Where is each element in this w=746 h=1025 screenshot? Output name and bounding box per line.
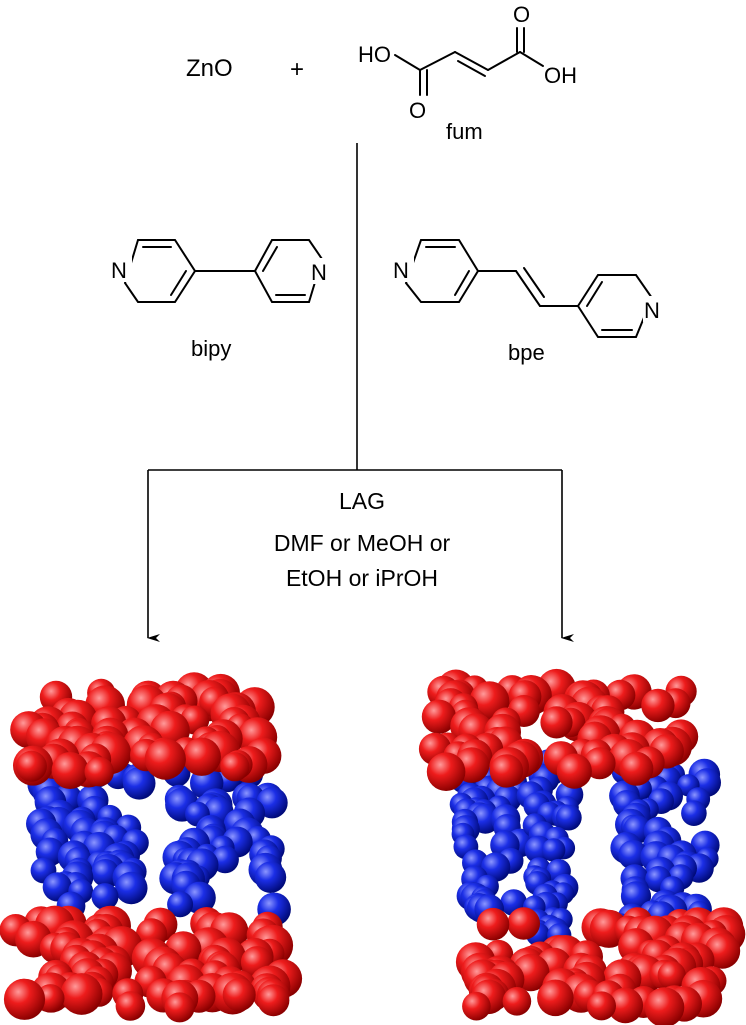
- atom-sphere: [220, 752, 250, 782]
- atom-sphere: [555, 804, 582, 831]
- atom-sphere: [657, 961, 686, 990]
- bipy-pillar-right: [159, 754, 291, 927]
- lag-label: LAG: [339, 488, 385, 514]
- plus-sign: +: [290, 56, 304, 83]
- bipy-pillared-framework-model: [0, 672, 303, 1023]
- atom-sphere: [144, 738, 186, 780]
- atom-sphere: [257, 984, 290, 1017]
- solvent-line-2: EtOH or iPrOH: [286, 565, 438, 591]
- atom-sphere: [122, 767, 156, 800]
- atom-sphere: [619, 751, 654, 786]
- atom-sphere: [421, 699, 456, 734]
- atom-sphere: [644, 987, 685, 1025]
- zinc-fumarate-layer-top: [418, 668, 699, 791]
- bpe-left-nitrogen: N: [393, 258, 409, 283]
- bipy-structure: [123, 239, 324, 303]
- atom-sphere: [681, 800, 707, 826]
- bpe-pillared-framework-model: [418, 668, 746, 1025]
- reaction-flow-lines: [147, 143, 574, 642]
- atom-sphere: [115, 991, 146, 1021]
- atom-sphere: [51, 752, 89, 789]
- atom-sphere: [222, 978, 256, 1012]
- fum-bottom-oxygen: O: [409, 98, 426, 123]
- atom-sphere: [84, 757, 114, 787]
- atom-sphere: [182, 737, 221, 776]
- atom-sphere: [607, 987, 644, 1024]
- bipy-left-nitrogen: N: [111, 258, 127, 283]
- zinc-fumarate-layer-bottom: [455, 907, 746, 1025]
- atom-sphere: [641, 688, 675, 723]
- atom-sphere: [15, 750, 47, 782]
- atom-sphere: [164, 992, 195, 1023]
- atom-sphere: [502, 987, 532, 1016]
- atom-sphere: [91, 883, 119, 911]
- fum-label: fum: [446, 119, 483, 144]
- atom-sphere: [541, 838, 566, 862]
- atom-sphere: [507, 907, 540, 940]
- atom-sphere: [91, 859, 120, 887]
- bpe-pillar-right: [605, 757, 721, 943]
- atom-sphere: [489, 754, 524, 788]
- atom-sphere: [254, 861, 287, 893]
- fumaric-acid-structure: [394, 27, 544, 96]
- atom-sphere: [60, 973, 103, 1015]
- zinc-fumarate-layer-bottom: [0, 905, 303, 1023]
- fum-top-oxygen: O: [513, 2, 530, 27]
- fum-oh-atom: OH: [544, 63, 577, 88]
- atom-sphere: [167, 891, 194, 918]
- bpe-structure: [404, 239, 654, 338]
- atom-sphere: [618, 840, 648, 870]
- atom-sphere: [556, 753, 592, 789]
- atom-sphere: [537, 979, 574, 1017]
- atom-sphere: [587, 991, 616, 1021]
- zno-label: ZnO: [186, 55, 233, 82]
- bipy-label: bipy: [191, 336, 231, 361]
- fum-ho-atom: HO: [358, 42, 391, 67]
- atom-sphere: [3, 978, 46, 1020]
- solvent-line-1: DMF or MeOH or: [274, 530, 451, 556]
- bpe-label: bpe: [508, 340, 545, 365]
- atom-sphere: [115, 871, 148, 905]
- bipy-right-nitrogen: N: [311, 260, 327, 285]
- atom-sphere: [426, 752, 466, 791]
- atom-sphere: [476, 907, 510, 941]
- bpe-right-nitrogen: N: [644, 298, 660, 323]
- atom-sphere: [540, 706, 573, 739]
- atom-sphere: [481, 852, 511, 882]
- atom-sphere: [462, 991, 491, 1021]
- zinc-fumarate-layer-top: [10, 672, 282, 789]
